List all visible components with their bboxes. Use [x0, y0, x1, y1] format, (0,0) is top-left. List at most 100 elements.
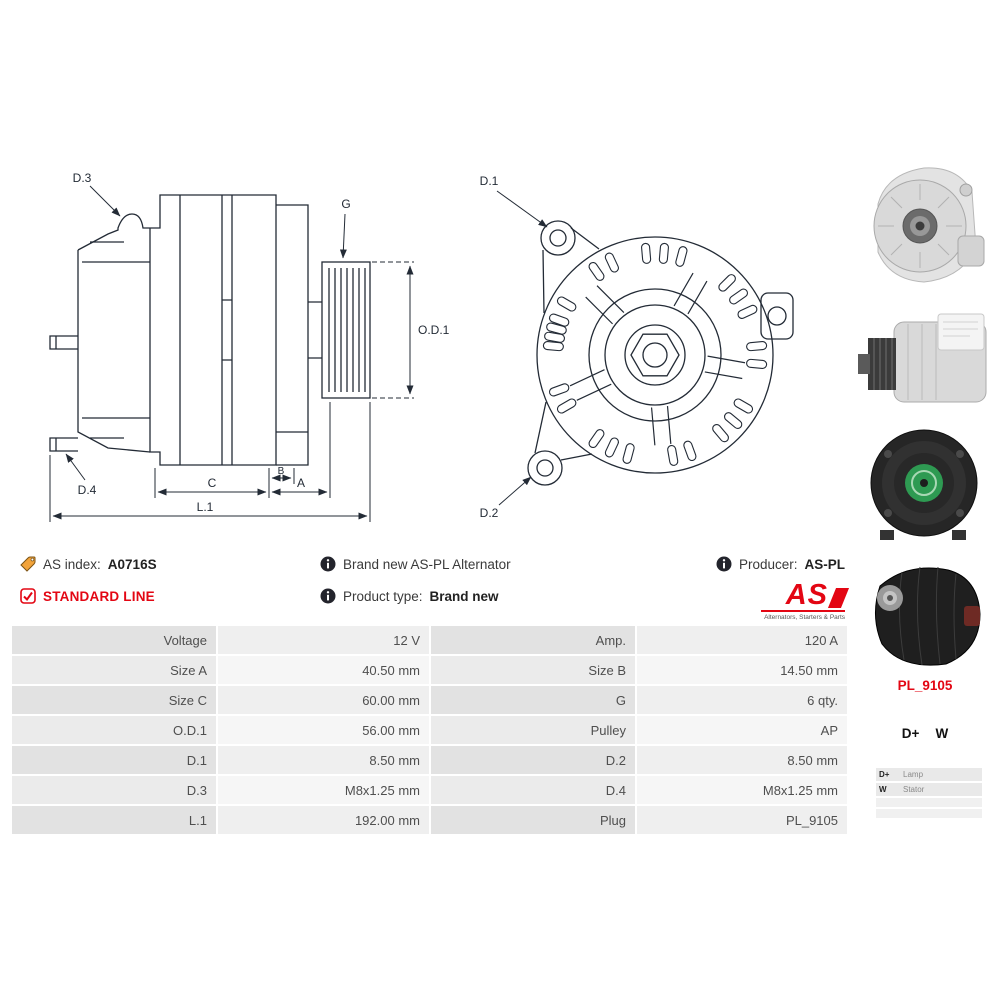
product-type-value: Brand new	[429, 588, 499, 604]
as-index-label: AS index:	[43, 556, 101, 572]
info-left-column: AS index: A0716S STANDARD LINE	[20, 554, 157, 606]
brand-new-line: Brand new AS-PL Alternator	[320, 554, 511, 574]
dim-label-d3: D.3	[73, 171, 92, 185]
technical-drawing-front: D.1 D.2	[480, 174, 794, 520]
shaft-nut	[630, 333, 680, 377]
mount-stud-top	[49, 335, 78, 350]
terminal-markings: D+ W	[850, 726, 1000, 741]
spec-label-cell: D.1	[12, 746, 216, 774]
spec-label-cell: Size A	[12, 656, 216, 684]
spec-value-cell: AP	[637, 716, 847, 744]
spec-value-cell: 6 qty.	[637, 686, 847, 714]
legend-desc: Lamp	[903, 770, 924, 779]
spec-value-cell: 14.50 mm	[637, 656, 847, 684]
spec-value-cell: 192.00 mm	[218, 806, 429, 834]
plug-code-link[interactable]: PL_9105	[897, 678, 953, 693]
spec-table: Voltage 12 V Amp. 120 A Size A 40.50 mm …	[12, 626, 847, 834]
dim-label-d1: D.1	[480, 174, 499, 188]
spec-label-cell: G	[431, 686, 635, 714]
front-bracket	[276, 204, 309, 466]
technical-drawing-side: D.3 D.4 G O.D.1 C B A L.1	[49, 171, 450, 522]
as-index-line: AS index: A0716S	[20, 554, 157, 574]
legend-row-dplus: D+ Lamp	[876, 768, 982, 781]
product-photo-front[interactable]	[850, 152, 1000, 300]
dim-label-d2: D.2	[480, 506, 499, 520]
leader-d4	[65, 453, 86, 481]
mount-hole-d1	[540, 220, 576, 256]
checkbox-checked-icon	[20, 588, 36, 604]
spec-label-cell: Amp.	[431, 626, 635, 654]
info-icon[interactable]	[320, 588, 336, 604]
legend-desc: Stator	[903, 785, 925, 794]
info-icon[interactable]	[320, 556, 336, 572]
cooling-slots	[542, 242, 768, 466]
product-photo-side[interactable]	[850, 302, 1000, 420]
spec-value-cell: 12 V	[218, 626, 429, 654]
spec-label-cell: D.2	[431, 746, 635, 774]
leader-d2	[498, 476, 532, 506]
product-type-line: Product type: Brand new	[320, 586, 511, 606]
spec-label-cell: Voltage	[12, 626, 216, 654]
dim-label-g: G	[341, 197, 350, 211]
producer-value: AS-PL	[804, 556, 846, 572]
info-middle-column: Brand new AS-PL Alternator Product type:…	[320, 554, 511, 606]
dim-label-l1: L.1	[197, 500, 214, 514]
spec-label-cell: Size B	[431, 656, 635, 684]
spec-value-cell: 56.00 mm	[218, 716, 429, 744]
aspl-logo-subtext: Alternators, Starters & Parts	[764, 614, 845, 621]
leader-g	[339, 213, 347, 259]
alternator-rear-housing	[77, 213, 150, 251]
spec-value-cell: 60.00 mm	[218, 686, 429, 714]
producer-line: Producer: AS-PL	[716, 554, 845, 574]
spec-value-cell: 8.50 mm	[218, 746, 429, 774]
aspl-logo-wedge	[827, 588, 850, 608]
stator-outline	[536, 236, 774, 474]
mount-hole-d2	[527, 450, 563, 486]
spec-value-cell: PL_9105	[637, 806, 847, 834]
terminal-w: W	[935, 726, 949, 741]
spec-label-cell: Size C	[12, 686, 216, 714]
dim-label-od1: O.D.1	[418, 323, 450, 337]
pulley	[321, 261, 371, 399]
info-icon[interactable]	[716, 556, 732, 572]
product-photo-rear[interactable]	[850, 424, 1000, 544]
tag-icon	[20, 556, 36, 572]
spec-value-cell: M8x1.25 mm	[218, 776, 429, 804]
spec-label-cell: Pulley	[431, 716, 635, 744]
mount-stud-bottom	[49, 437, 78, 452]
spec-value-cell: 120 A	[637, 626, 847, 654]
legend-row-w: W Stator	[876, 783, 982, 796]
fan-spokes	[569, 272, 746, 446]
spec-label-cell: L.1	[12, 806, 216, 834]
legend-bar	[876, 809, 982, 818]
info-right-column: Producer: AS-PL AS Alternators, Starters…	[716, 554, 850, 621]
spec-label-cell: Plug	[431, 806, 635, 834]
dim-label-a: A	[297, 476, 305, 490]
aspl-logo: AS Alternators, Starters & Parts	[761, 581, 850, 621]
aspl-logo-rule	[761, 610, 845, 612]
leader-d3	[89, 185, 121, 217]
spec-value-cell: 8.50 mm	[637, 746, 847, 774]
legend-pin: D+	[879, 770, 890, 779]
spec-value-cell: M8x1.25 mm	[637, 776, 847, 804]
terminal-legend: D+ Lamp W Stator	[876, 768, 982, 818]
standard-line-label: STANDARD LINE	[43, 588, 155, 604]
side-lug	[760, 292, 794, 340]
product-type-label: Product type:	[343, 588, 423, 604]
alternator-body	[149, 194, 277, 466]
as-index-value: A0716S	[107, 556, 157, 572]
spec-value-cell: 40.50 mm	[218, 656, 429, 684]
dim-label-d4: D.4	[78, 483, 97, 497]
spec-label-cell: O.D.1	[12, 716, 216, 744]
producer-label: Producer:	[738, 556, 798, 572]
spec-label-cell: D.4	[431, 776, 635, 804]
standard-line-row: STANDARD LINE	[20, 586, 157, 606]
terminal-dplus: D+	[901, 726, 920, 741]
leader-d1	[496, 190, 548, 228]
dim-label-b: B	[278, 466, 285, 477]
product-photo-angle[interactable]	[850, 552, 1000, 678]
legend-bar	[876, 798, 982, 807]
dim-label-c: C	[208, 476, 217, 490]
spec-label-cell: D.3	[12, 776, 216, 804]
